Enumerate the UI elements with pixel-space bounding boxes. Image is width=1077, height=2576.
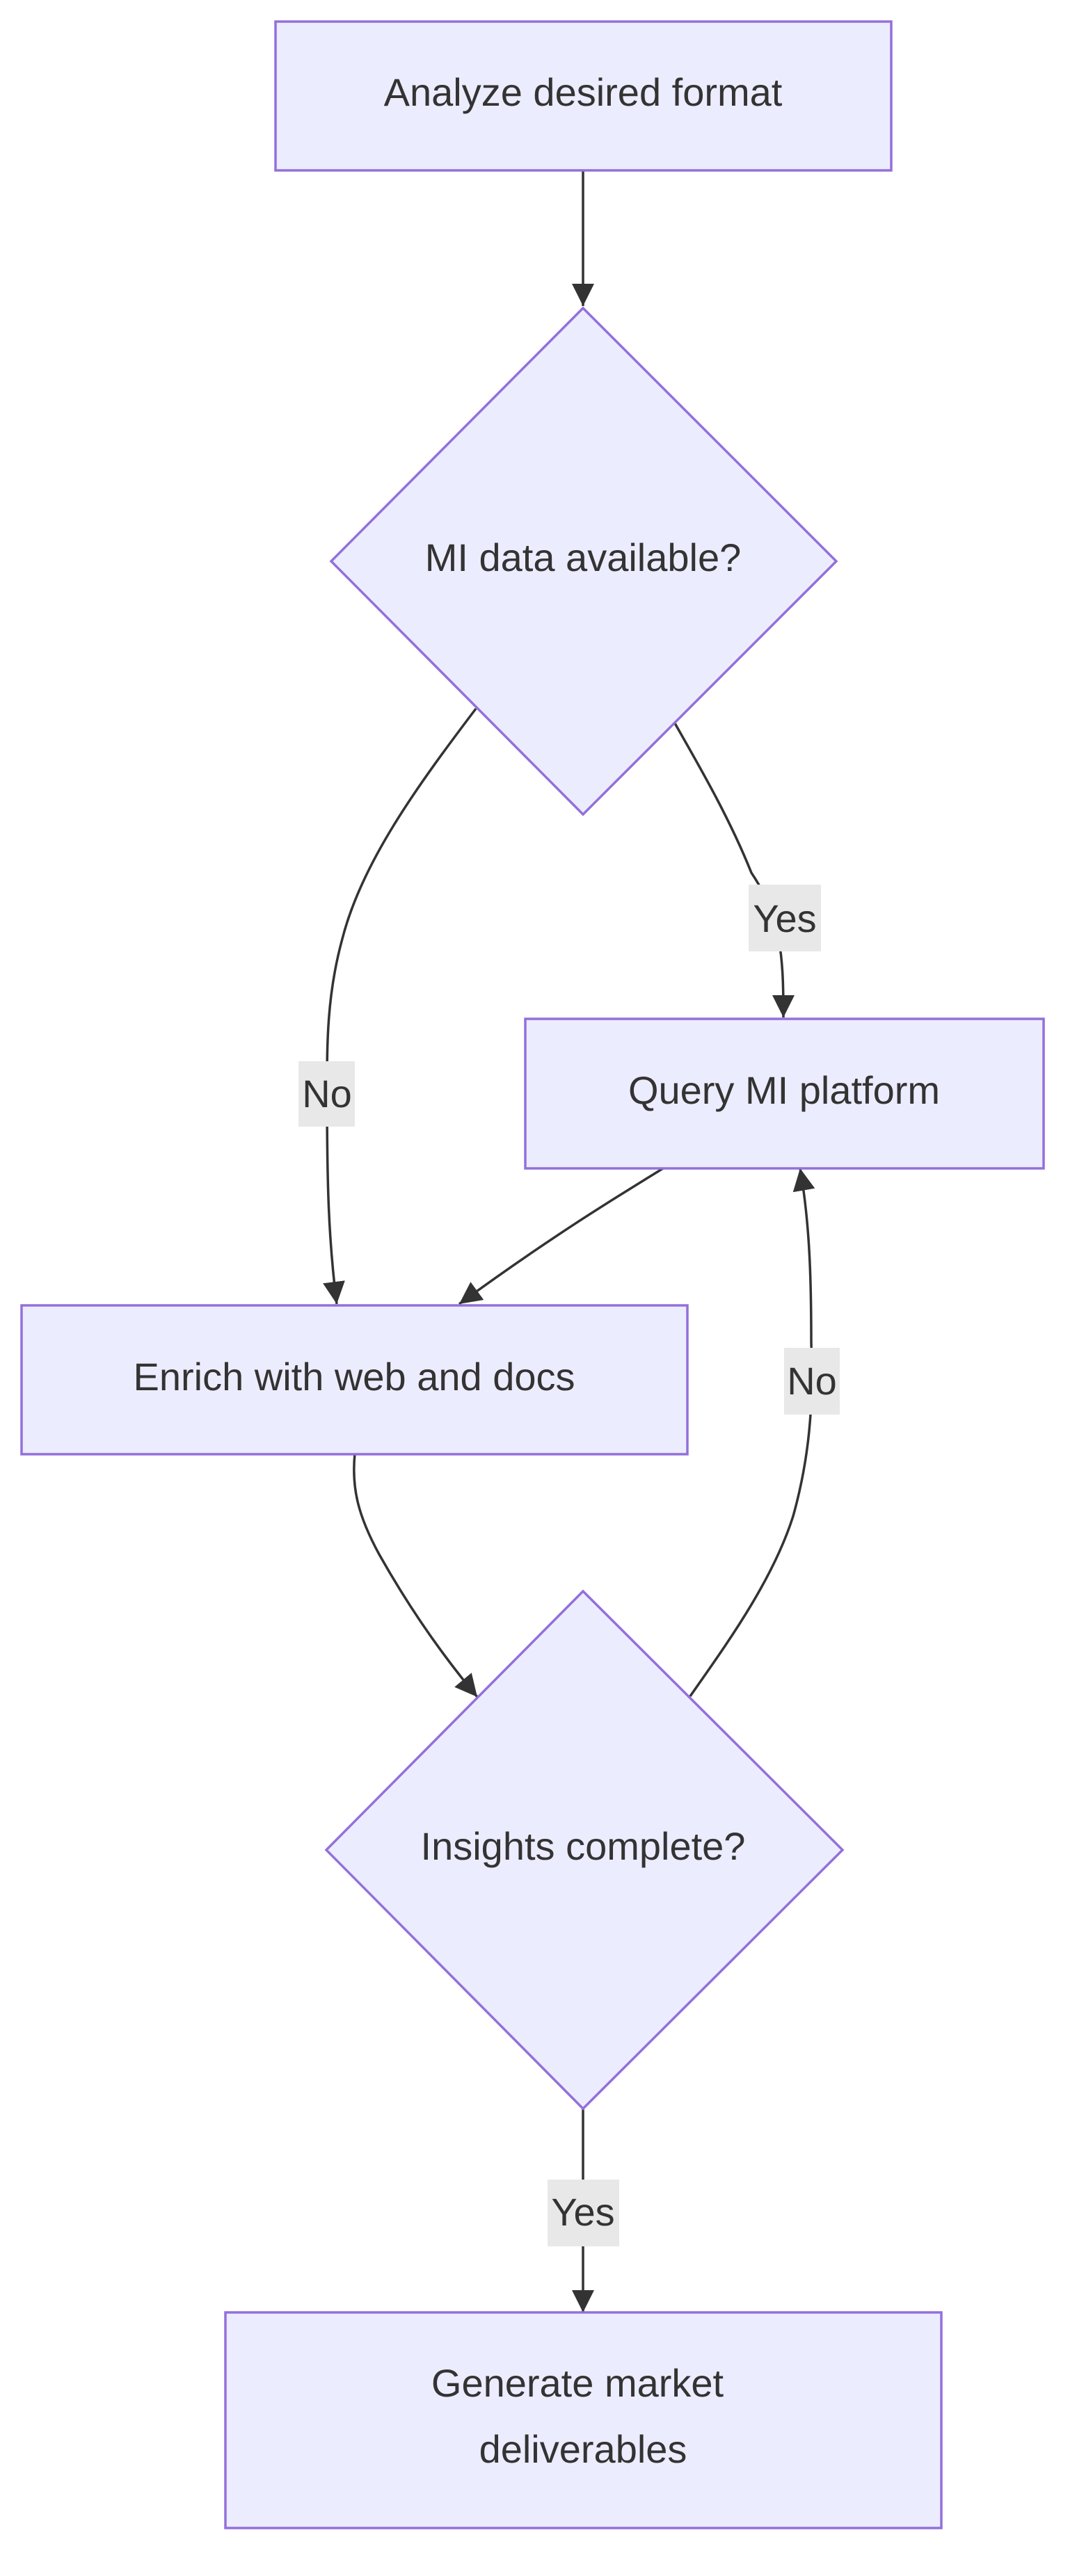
edge-label-bg	[548, 2180, 619, 2246]
edge-query-to-enrich	[458, 1167, 664, 1305]
node-enrich-with-web-and-docs: Enrich with web and docs	[20, 1304, 689, 1456]
edge-label-text: Yes	[551, 2190, 614, 2234]
edge-enrich-to-insights	[353, 1453, 479, 1698]
edge-label-bg	[298, 1061, 355, 1127]
node-label: Insights complete?	[421, 1824, 746, 1868]
edge-mi-available-yes-to-query	[673, 723, 795, 1018]
edge-labels: Yes No No Yes	[298, 885, 840, 2246]
node-label: MI data available?	[425, 536, 742, 579]
node-insights-complete: Insights complete?	[324, 1589, 845, 2111]
node-shape	[224, 2311, 943, 2529]
node-shape	[329, 306, 838, 816]
node-generate-market-deliverables: Generate market deliverables	[224, 2311, 943, 2529]
node-shape	[524, 1017, 1045, 1170]
node-mi-data-available: MI data available?	[329, 306, 838, 816]
edge-label-insights-yes: Yes	[548, 2180, 619, 2246]
edge-label-bg	[784, 1348, 840, 1415]
node-label-line-1: Generate market	[431, 2361, 724, 2405]
node-analyze-desired-format: Analyze desired format	[274, 20, 893, 172]
node-shape	[324, 1589, 845, 2111]
edges	[323, 170, 815, 2312]
edge-label-text: Yes	[753, 896, 816, 940]
edge-mi-available-no-to-enrich	[323, 707, 477, 1305]
node-label: Query MI platform	[628, 1068, 940, 1112]
edge-label-mi-yes: Yes	[749, 885, 821, 951]
edge-label-insights-no: No	[784, 1348, 840, 1415]
edge-label-text: No	[787, 1359, 837, 1403]
node-shape	[20, 1304, 689, 1456]
node-label: Analyze desired format	[384, 70, 783, 114]
edge-label-bg	[749, 885, 821, 951]
node-shape	[274, 20, 893, 172]
node-query-mi-platform: Query MI platform	[524, 1017, 1045, 1170]
node-label: Enrich with web and docs	[133, 1355, 575, 1399]
edge-insights-no-to-query	[689, 1168, 815, 1697]
edge-label-text: No	[302, 1072, 352, 1116]
node-label-line-2: deliverables	[479, 2427, 687, 2471]
edge-label-mi-no: No	[298, 1061, 355, 1127]
